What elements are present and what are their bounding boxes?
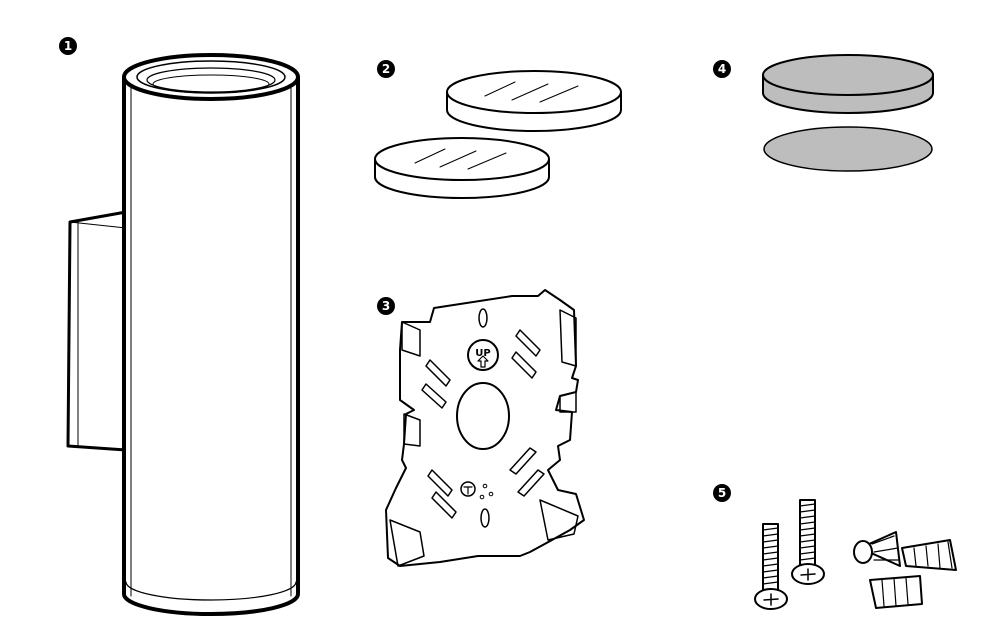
mounting-bracket	[385, 289, 585, 567]
cylinder-fixture	[66, 53, 300, 616]
glass-lens-front	[374, 137, 550, 199]
screw-left	[754, 523, 788, 610]
screw-right	[791, 499, 825, 585]
part-4-badge: 4	[713, 60, 731, 78]
part-3-badge: 3	[377, 297, 395, 315]
part-5-badge: 5	[713, 484, 731, 502]
gasket-thin	[763, 126, 933, 172]
glass-lens-back	[446, 70, 622, 132]
gasket-thick	[762, 54, 934, 114]
wire-nut-bottom	[869, 575, 923, 609]
part-1-badge: 1	[59, 37, 77, 55]
bracket-up-label: UP	[475, 348, 490, 359]
wire-nut-top-left	[853, 531, 901, 567]
wire-nut-right	[901, 539, 957, 571]
part-2-badge: 2	[377, 60, 395, 78]
